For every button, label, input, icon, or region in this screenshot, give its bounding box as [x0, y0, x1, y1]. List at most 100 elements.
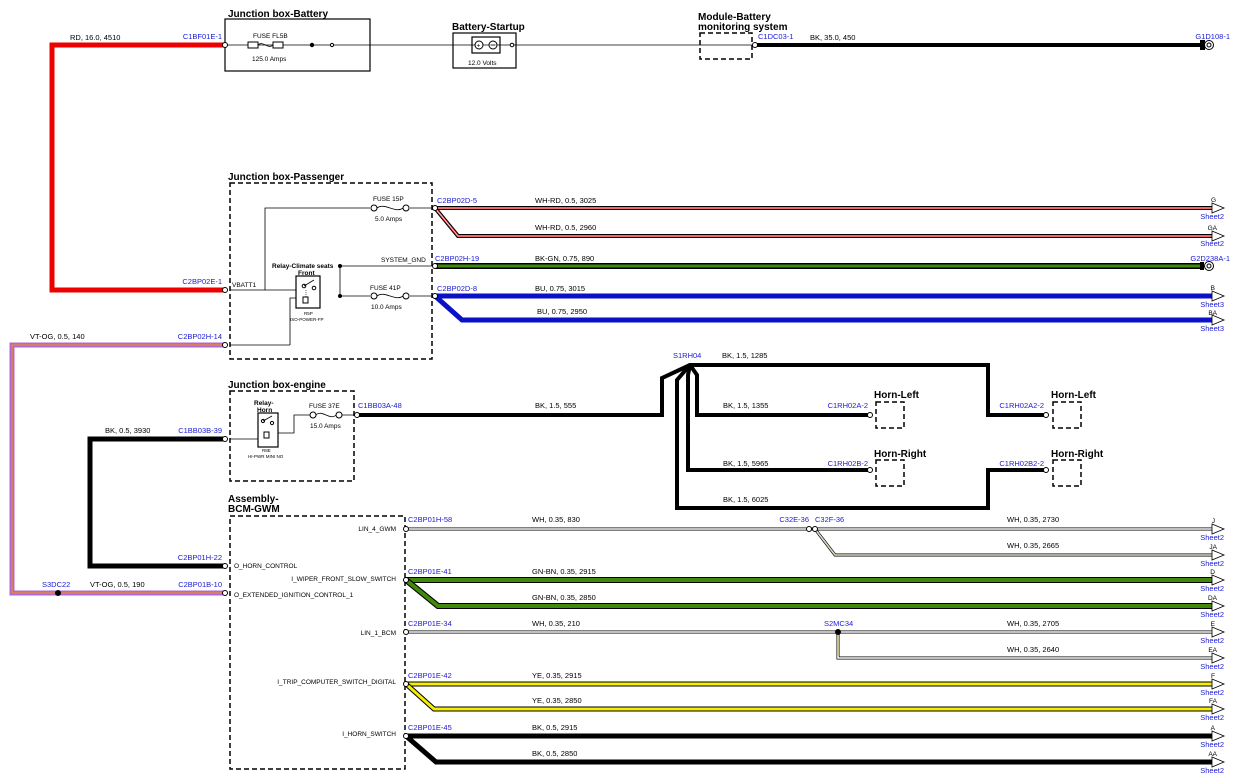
pin-horn-switch: I_HORN_SWITCH: [342, 731, 396, 738]
connector-c2bp02e-1[interactable]: C2BP02E-1: [182, 277, 222, 286]
junction-box-engine[interactable]: [229, 390, 355, 482]
connector-s3dc22[interactable]: S3DC22: [42, 580, 70, 589]
relay-horn[interactable]: [257, 412, 279, 448]
horn-left-2[interactable]: [1052, 401, 1082, 429]
wire-wh-lin4[interactable]: [406, 527, 1212, 557]
offpage-sheet[interactable]: Sheet2: [1200, 584, 1224, 593]
assembly-bcm-gwm[interactable]: [229, 515, 406, 770]
fuse-15p[interactable]: [370, 204, 410, 212]
offpage-sheet[interactable]: Sheet3: [1200, 300, 1224, 309]
connector-c1rh02a-2[interactable]: C1RH02A-2: [828, 401, 868, 410]
offpage-sheet[interactable]: Sheet2: [1200, 212, 1224, 221]
pin-lin1: LIN_1_BCM: [361, 630, 396, 637]
offpage-sheet[interactable]: Sheet3: [1200, 324, 1224, 333]
offpage-sheet[interactable]: Sheet2: [1200, 610, 1224, 619]
connector-s2mc34[interactable]: S2MC34: [824, 619, 853, 628]
wire-label-whrd-2960: WH-RD, 0.5, 2960: [535, 223, 596, 232]
junction-box-passenger[interactable]: [229, 182, 433, 360]
connector-c2bp01h-22[interactable]: C2BP01H-22: [178, 553, 222, 562]
horn-left-1[interactable]: [875, 401, 905, 429]
offpage-sheet[interactable]: Sheet2: [1200, 688, 1224, 697]
wire-label-ye-2850: YE, 0.35, 2850: [532, 696, 582, 705]
horn-left-2-title: Horn-Left: [1051, 390, 1097, 401]
offpage-aa: AA: [1208, 751, 1217, 758]
wire-bu-2950[interactable]: [433, 294, 1212, 323]
connector-c1rh02b2-2[interactable]: C1RH02B2-2: [999, 459, 1044, 468]
connector-c2bp02d-5[interactable]: C2BP02D-5: [437, 196, 477, 205]
relay-climate-title-2: Front: [298, 270, 315, 277]
connector-c2bp01h-58[interactable]: C2BP01H-58: [408, 515, 452, 524]
connector-g1d108-1[interactable]: G1D108-1: [1195, 32, 1230, 41]
pin-wiper: I_WIPER_FRONT_SLOW_SWITCH: [291, 576, 396, 583]
wire-bk-horn-switch[interactable]: [404, 733, 1212, 765]
connector-c1rh02a2-2[interactable]: C1RH02A2-2: [999, 401, 1044, 410]
connector-c2bp01e-34[interactable]: C2BP01E-34: [408, 619, 452, 628]
wire-label-vtog-140: VT-OG, 0.5, 140: [30, 332, 85, 341]
module-battery-monitoring[interactable]: [699, 32, 753, 60]
horn-right-1[interactable]: [875, 459, 905, 487]
fuse-37e[interactable]: [309, 411, 343, 419]
connector-c1bf01e-1[interactable]: C1BF01E-1: [183, 32, 222, 41]
connector-c1bb03a-48[interactable]: C1BB03A-48: [358, 401, 402, 410]
wire-label-bu-3015: BU, 0.75, 3015: [535, 284, 585, 293]
splice-s3dc22[interactable]: [55, 590, 61, 596]
fuse-fl5b[interactable]: [247, 41, 284, 49]
relay-horn-title-1: Relay-: [254, 400, 274, 407]
system-gnd-label: SYSTEM_GND: [381, 257, 426, 264]
wire-vtog[interactable]: [9, 342, 225, 596]
wire-label-bk-3930: BK, 0.5, 3930: [105, 426, 150, 435]
connector-c2bp02h-14[interactable]: C2BP02H-14: [178, 332, 222, 341]
ground-g1d108-icon[interactable]: [1200, 40, 1214, 50]
wire-whrd-2960[interactable]: [433, 206, 1212, 238]
wire-label-wh-210: WH, 0.35, 210: [532, 619, 580, 628]
fuse-41p[interactable]: [370, 292, 410, 300]
wire-gnbn[interactable]: [404, 577, 1212, 609]
relay-climate-seats[interactable]: [295, 275, 321, 309]
offpage-fa: FA: [1209, 698, 1218, 705]
connector-c32e-36[interactable]: C32E-36: [779, 515, 809, 524]
horn-right-2[interactable]: [1052, 459, 1082, 487]
offpage-sheet[interactable]: Sheet2: [1200, 559, 1224, 568]
wire-ye[interactable]: [404, 681, 1212, 712]
connector-c2bp01e-42[interactable]: C2BP01E-42: [408, 671, 452, 680]
battery-startup[interactable]: [452, 32, 517, 69]
ground-g2d238a-icon[interactable]: [1200, 261, 1214, 271]
offpage-sheet[interactable]: Sheet2: [1200, 533, 1224, 542]
connector-c1bb03b-39[interactable]: C1BB03B-39: [178, 426, 222, 435]
connector-c2bp02d-8[interactable]: C2BP02D-8: [437, 284, 477, 293]
wire-horn-circuit[interactable]: [357, 363, 1046, 510]
junction-dot: [338, 264, 342, 268]
connector-c1dc03-1[interactable]: C1DC03-1: [758, 32, 793, 41]
splice-s1rh04[interactable]: [688, 363, 692, 367]
offpage-sheet[interactable]: Sheet2: [1200, 662, 1224, 671]
horn-right-1-title: Horn-Right: [874, 449, 927, 460]
offpage-labels: G Sheet2 GA Sheet2 B Sheet3 BA Sheet3 J …: [1200, 197, 1224, 775]
fuse-fl5b-label: FUSE FL5B: [253, 33, 288, 40]
wire-label-gnbn-2850: GN-BN, 0.35, 2850: [532, 593, 596, 602]
offpage-sheet[interactable]: Sheet2: [1200, 636, 1224, 645]
connector-c1rh02b-2[interactable]: C1RH02B-2: [828, 459, 868, 468]
connector-c32f-36[interactable]: C32F-36: [815, 515, 844, 524]
bms-title-1: Module-Battery: [698, 12, 771, 23]
offpage-sheet[interactable]: Sheet2: [1200, 740, 1224, 749]
connector-c2bp01b-10[interactable]: C2BP01B-10: [178, 580, 222, 589]
connector-s1rh04[interactable]: S1RH04: [673, 351, 701, 360]
connector-c2bp01e-41[interactable]: C2BP01E-41: [408, 567, 452, 576]
wire-label-bk-2850: BK, 0.5, 2850: [532, 749, 577, 758]
junction-dot: [309, 42, 315, 48]
wire-rd-4510[interactable]: [49, 42, 225, 293]
connector-g2d238a-1[interactable]: G2D238A-1: [1190, 254, 1230, 263]
offpage-sheet[interactable]: Sheet2: [1200, 713, 1224, 722]
wire-label-rd-4510: RD, 16.0, 4510: [70, 33, 120, 42]
connector-c2bp01e-45[interactable]: C2BP01E-45: [408, 723, 452, 732]
offpage-sheet[interactable]: Sheet2: [1200, 239, 1224, 248]
fuse-fl5b-amps: 125.0 Amps: [252, 56, 287, 63]
wire-label-vtog-190: VT-OG, 0.5, 190: [90, 580, 145, 589]
splice-s2mc34[interactable]: [835, 629, 841, 635]
wire-wh-lin1[interactable]: [406, 630, 1212, 660]
offpage-ea: EA: [1208, 647, 1217, 654]
connector-c2bp02h-19[interactable]: C2BP02H-19: [435, 254, 479, 263]
wire-bk-3930[interactable]: [87, 436, 225, 569]
offpage-sheet[interactable]: Sheet2: [1200, 766, 1224, 775]
